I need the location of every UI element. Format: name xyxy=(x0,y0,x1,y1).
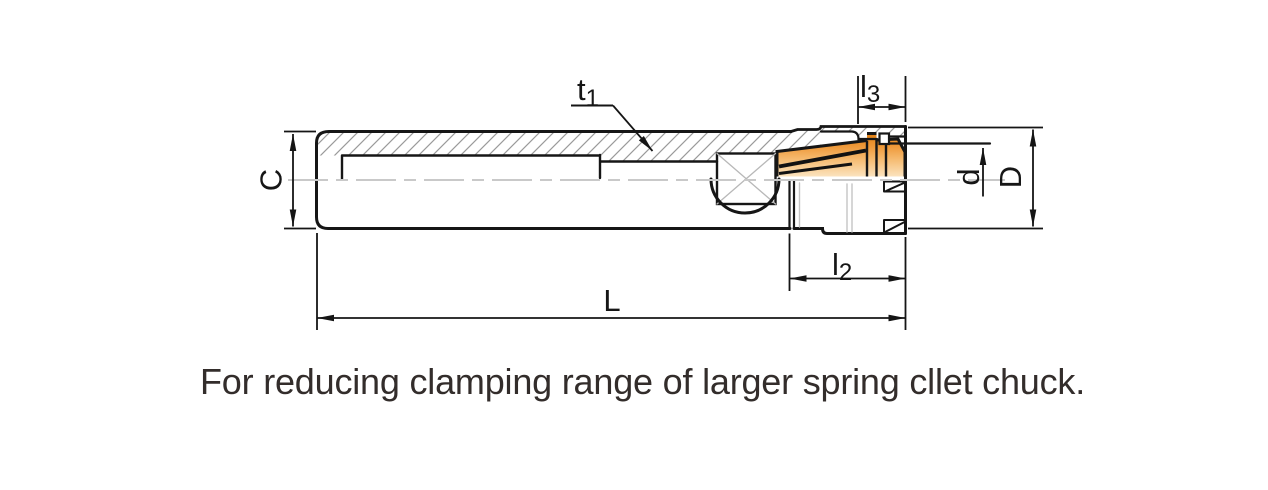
dim-C-label: C xyxy=(254,169,289,191)
bore-lines xyxy=(340,153,719,181)
dimension-L: L xyxy=(316,233,907,330)
dimension-t1: t1 xyxy=(571,72,654,152)
dimensions: C t1 l3 d D l2 L xyxy=(254,69,1043,330)
shank-end-face xyxy=(788,179,796,230)
wrench-flat-box xyxy=(715,152,777,206)
dim-t1-leader-arrow xyxy=(612,104,654,152)
thread-notch-upper xyxy=(883,180,907,193)
dimension-d: d xyxy=(951,148,987,197)
dim-l3-extension-lines xyxy=(857,76,907,124)
shank-wall-hatch xyxy=(318,133,791,162)
thread-notch-lower xyxy=(883,219,907,235)
nut-inner-step xyxy=(819,130,907,141)
dim-L-extension-lines xyxy=(316,233,907,330)
nut-tangent-lines xyxy=(798,182,853,233)
cross-hole-arc xyxy=(709,177,781,215)
dim-D-extension-lines xyxy=(908,126,1043,230)
nut-wall-hatch xyxy=(821,126,906,139)
nut-top-outline xyxy=(789,125,907,133)
dim-l3-label: l3 xyxy=(860,69,880,108)
figure-caption: For reducing clamping range of larger sp… xyxy=(200,361,1086,402)
dim-L-label: L xyxy=(603,283,620,318)
nut-bottom-outline xyxy=(792,227,907,235)
collet-slit-lower xyxy=(778,162,853,175)
dimension-C: C xyxy=(254,130,316,230)
dim-C-extension-lines xyxy=(284,130,316,230)
dimension-l2: l2 xyxy=(788,233,906,291)
dim-D-label: D xyxy=(993,166,1028,188)
collet-slit-upper xyxy=(778,148,867,169)
wrench-flat-diagonals xyxy=(716,152,777,205)
collar-hatch xyxy=(791,129,821,151)
body-outline xyxy=(315,125,992,235)
collet-groove-lines xyxy=(865,139,888,177)
dim-d-label: d xyxy=(951,168,986,185)
dimension-D: D xyxy=(908,126,1043,230)
dim-l2-label: l2 xyxy=(832,247,852,286)
nut-lock-tooth xyxy=(878,132,891,146)
dimension-l3: l3 xyxy=(857,69,907,124)
